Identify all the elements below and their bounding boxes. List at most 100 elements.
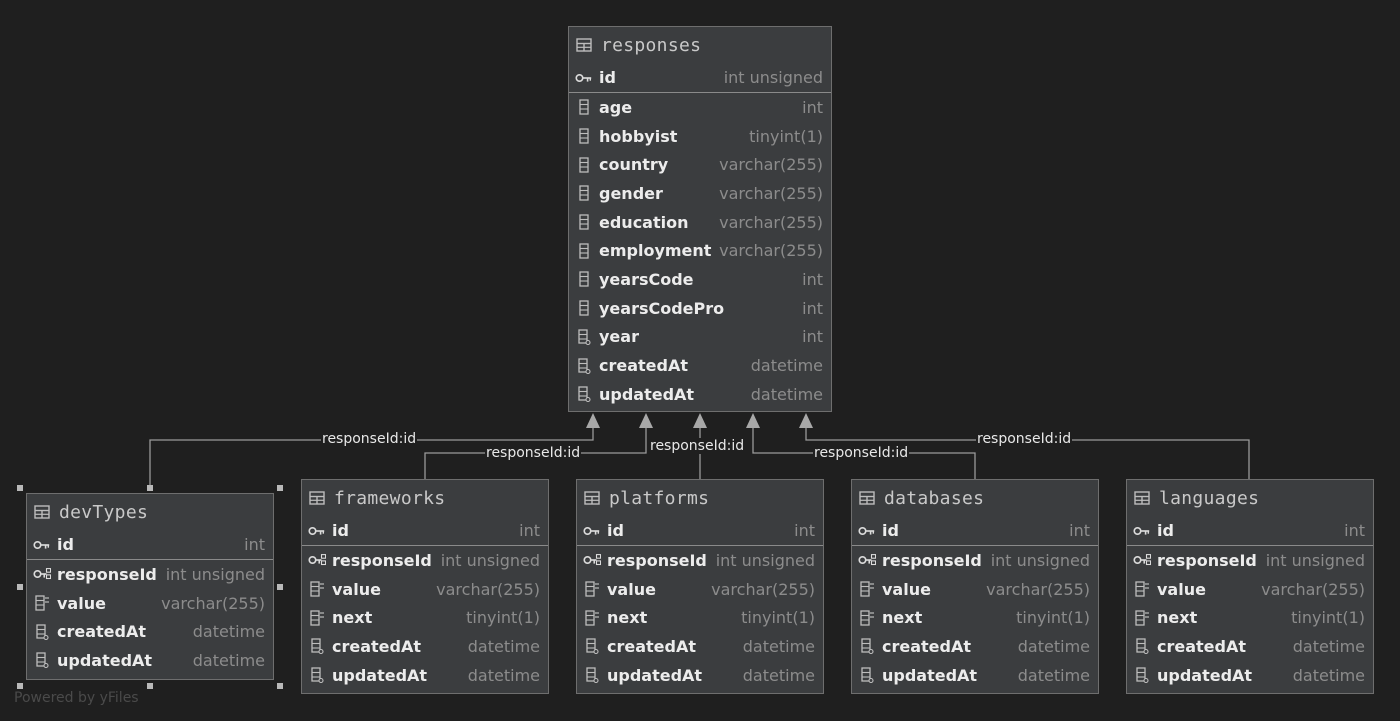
column-type: varchar(255) (161, 593, 265, 613)
column-name: responseId (1157, 550, 1257, 570)
column-name: createdAt (607, 636, 697, 656)
column-type: int unsigned (1265, 550, 1365, 570)
column-type: datetime (1292, 665, 1365, 685)
selection-handle[interactable] (17, 485, 23, 491)
column-row[interactable]: createdAt datetime (27, 617, 273, 646)
arrow-head (693, 413, 707, 428)
column-type: tinyint(1) (749, 126, 823, 146)
column-name: createdAt (332, 636, 422, 656)
table-name: frameworks (334, 487, 446, 509)
nullable-column-icon (583, 638, 601, 655)
column-row[interactable]: createdAt datetime (302, 632, 548, 661)
column-type: datetime (750, 384, 823, 404)
column-type: int (794, 521, 815, 540)
table-name: responses (601, 34, 702, 56)
table-header[interactable]: responses (569, 27, 831, 63)
foreign-key-icon (1133, 552, 1151, 568)
column-icon (575, 157, 593, 173)
column-row[interactable]: responseId int unsigned (1127, 546, 1373, 575)
table-name: languages (1159, 487, 1260, 509)
primary-key-icon (33, 537, 51, 553)
nullable-column-icon (33, 652, 51, 669)
column-row[interactable]: value varchar(255) (577, 575, 823, 604)
column-type: datetime (192, 622, 265, 642)
column-row[interactable]: updatedAt datetime (1127, 661, 1373, 690)
column-type: varchar(255) (1261, 579, 1365, 599)
nullable-column-icon (308, 638, 326, 655)
column-type: datetime (1292, 636, 1365, 656)
column-name: value (882, 579, 931, 599)
selection-handle[interactable] (17, 584, 23, 590)
table-name: databases (884, 487, 985, 509)
table-header[interactable]: devTypes (27, 494, 273, 530)
column-name: id (599, 68, 616, 87)
table-header[interactable]: databases (852, 480, 1098, 516)
table-header[interactable]: frameworks (302, 480, 548, 516)
table-icon (575, 37, 593, 53)
selection-handle[interactable] (147, 683, 153, 689)
column-name: createdAt (57, 622, 147, 642)
column-type: varchar(255) (711, 579, 815, 599)
selection-handle[interactable] (17, 683, 23, 689)
selection-handle[interactable] (277, 485, 283, 491)
indexed-column-icon (583, 610, 601, 626)
table-icon (308, 490, 326, 506)
table-icon (1133, 490, 1151, 506)
column-icon (575, 300, 593, 316)
column-type: datetime (467, 636, 540, 656)
column-type: datetime (467, 665, 540, 685)
column-name: year (599, 327, 639, 347)
column-name: updatedAt (1157, 665, 1253, 685)
selection-handle[interactable] (147, 485, 153, 491)
column-type: int (519, 521, 540, 540)
column-name: value (607, 579, 656, 599)
table-header[interactable]: platforms (577, 480, 823, 516)
selection-handle[interactable] (277, 584, 283, 590)
selection-handle[interactable] (277, 683, 283, 689)
table-header[interactable]: languages (1127, 480, 1373, 516)
